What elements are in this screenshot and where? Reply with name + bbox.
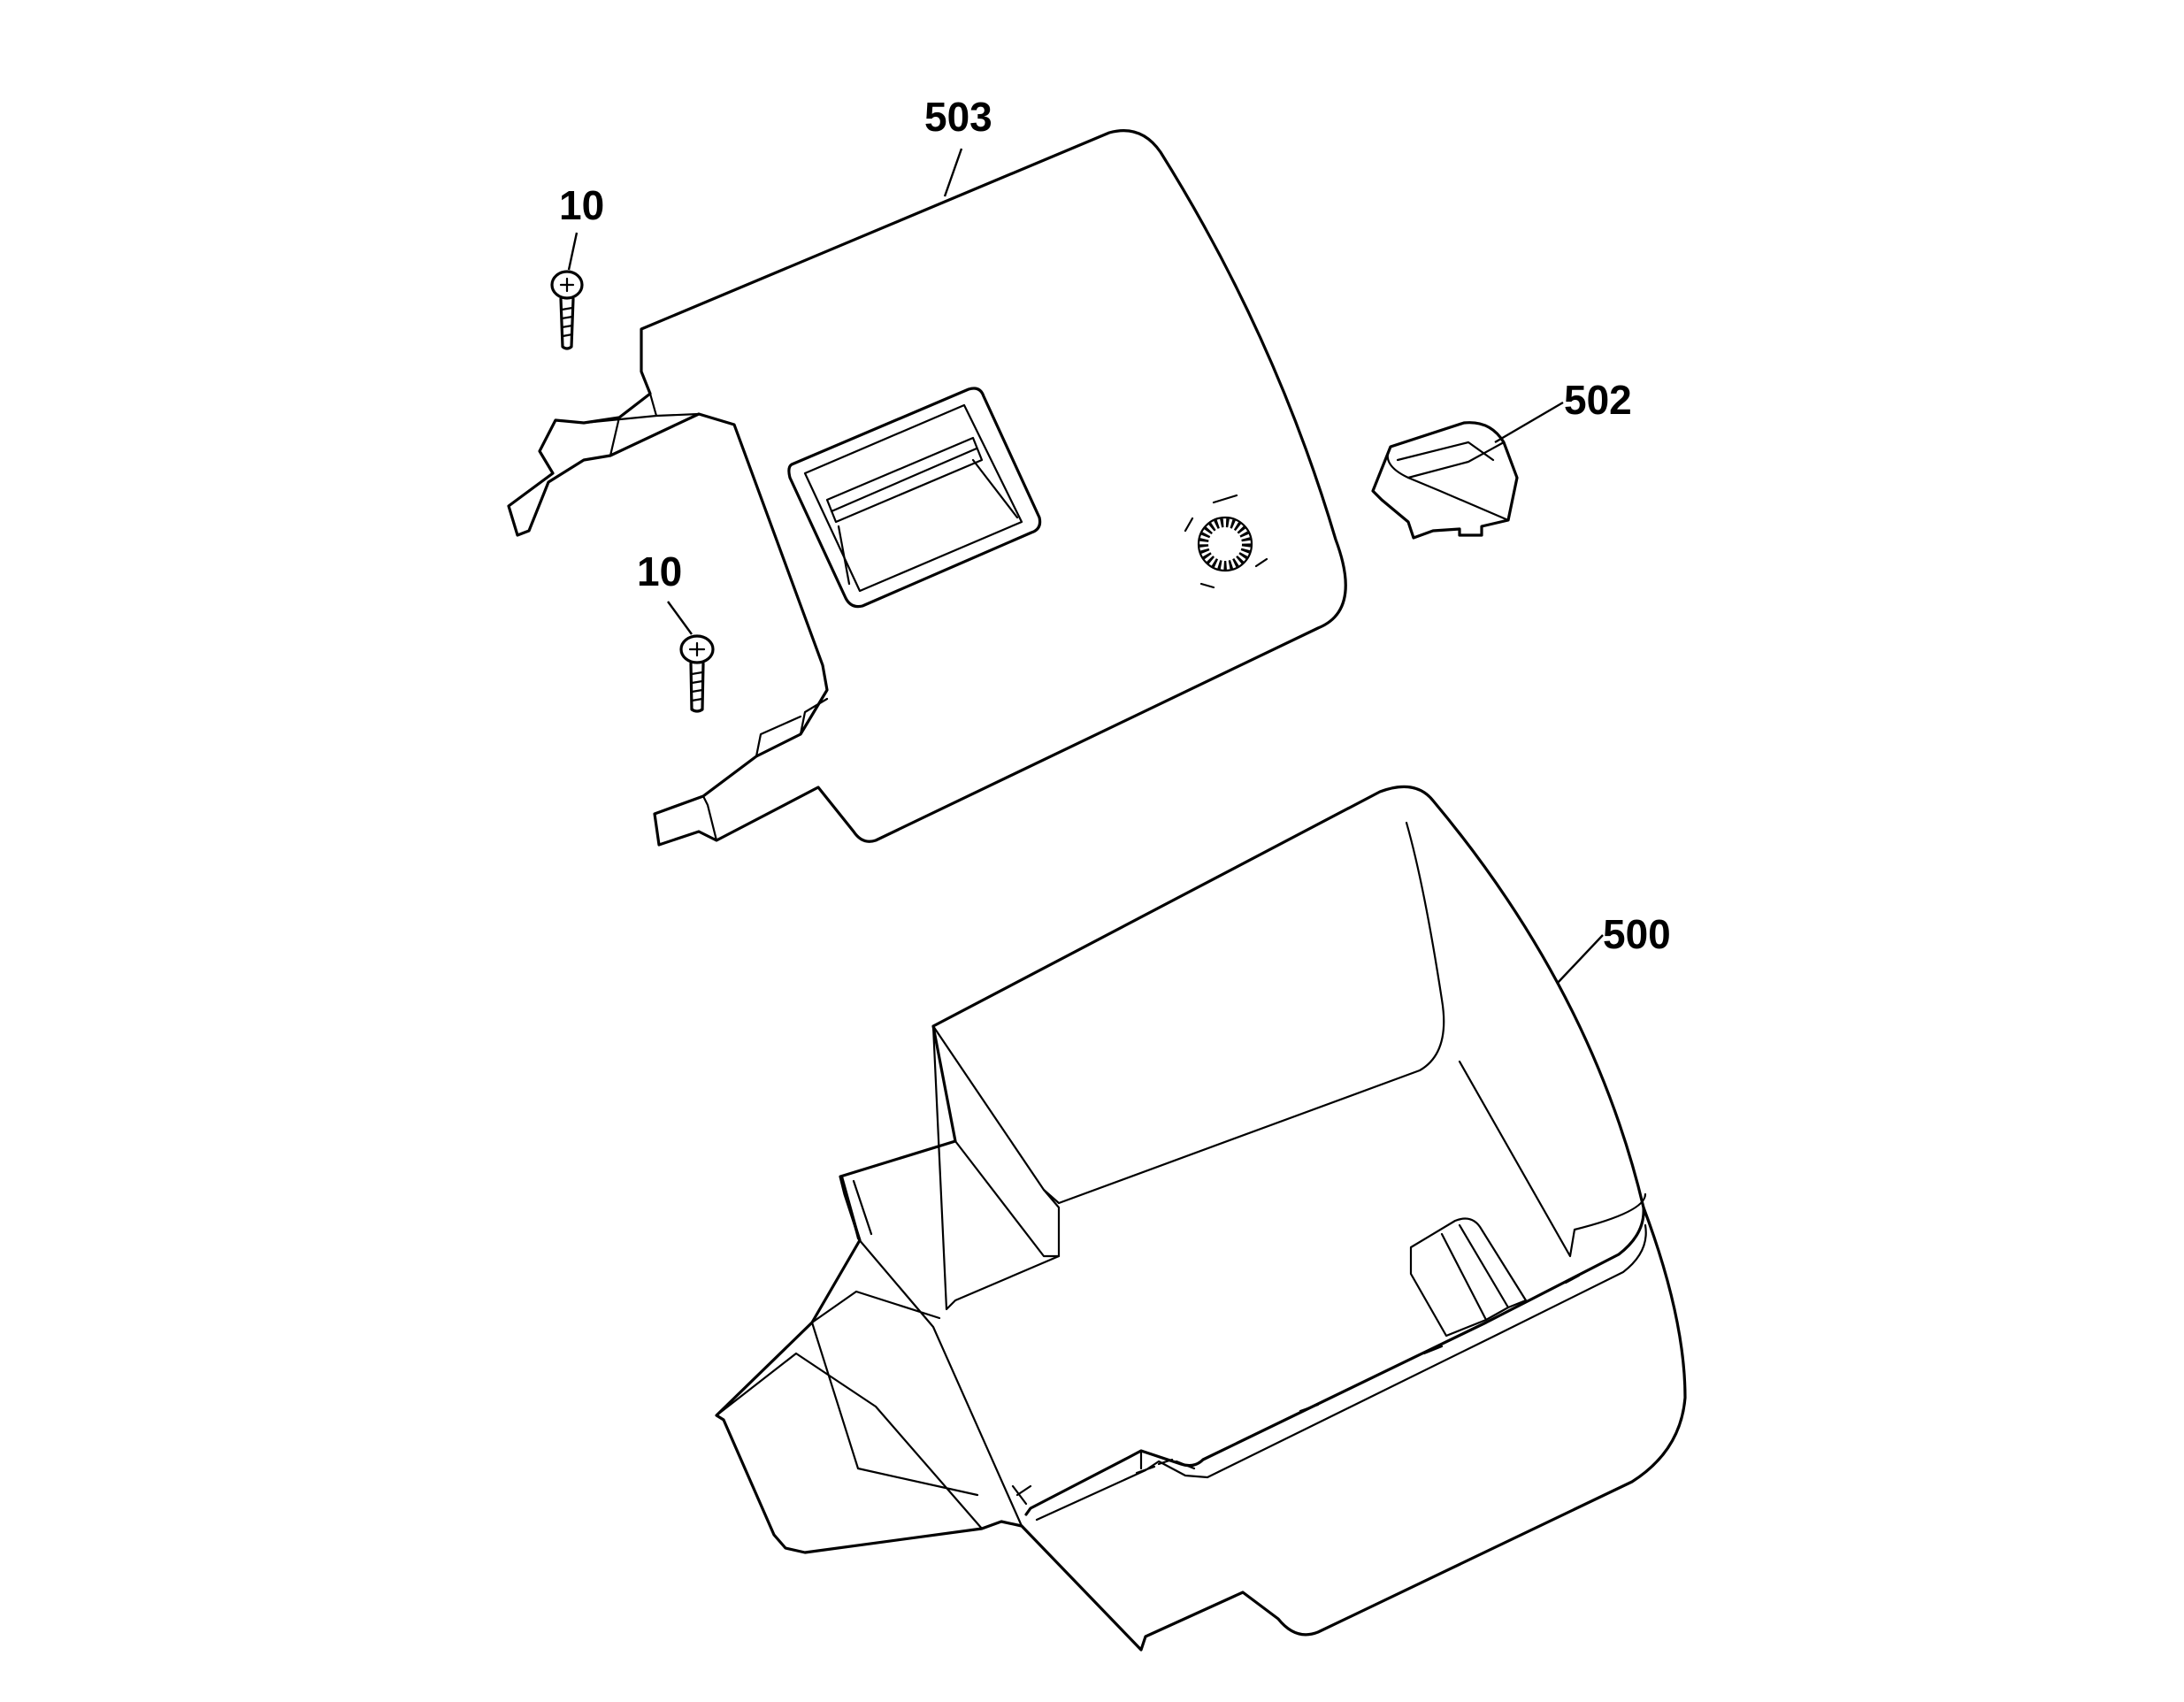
leader-500 [1556, 934, 1604, 985]
callout-500: 500 [1603, 911, 1671, 957]
callout-10-top: 10 [559, 182, 604, 228]
callout-502: 502 [1564, 377, 1632, 423]
leader-502 [1494, 401, 1564, 444]
cap-part-502 [1371, 421, 1519, 540]
speaker-mesh-vent [1184, 494, 1268, 589]
cover-panel-503 [507, 129, 1347, 847]
callout-labels: 503 10 502 10 500 [559, 94, 1671, 957]
callout-503: 503 [924, 94, 992, 140]
screw-10-bottom [679, 634, 715, 713]
callout-10-bottom: 10 [637, 548, 682, 594]
panel-slot-opening [787, 387, 1042, 609]
leader-10-bottom [667, 601, 693, 635]
housing-part-500 [715, 785, 1687, 1652]
leader-10-top [567, 232, 579, 271]
screw-10-top [550, 270, 584, 350]
leader-lines [567, 148, 1604, 985]
leader-503 [943, 148, 963, 197]
